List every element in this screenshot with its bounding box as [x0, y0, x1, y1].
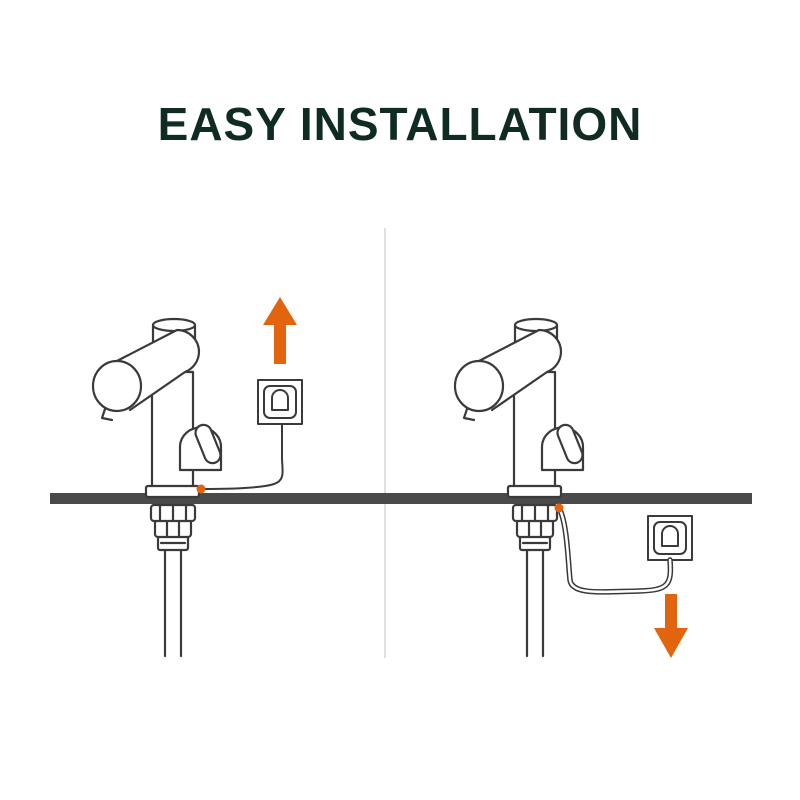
arrow-down-icon	[654, 594, 688, 658]
panel-below-counter	[453, 317, 693, 658]
cable-connection-dot	[196, 484, 206, 494]
cable-connection-dot	[554, 503, 564, 513]
faucet-illustration	[453, 317, 587, 658]
power-cable	[200, 423, 284, 490]
arrow-up-icon	[263, 297, 297, 364]
page-title: EASY INSTALLATION	[157, 98, 643, 150]
power-cable	[557, 506, 672, 594]
power-outlet-icon	[647, 515, 693, 561]
countertop	[50, 493, 752, 504]
power-outlet-icon	[257, 379, 303, 425]
panel-above-counter	[91, 297, 303, 658]
